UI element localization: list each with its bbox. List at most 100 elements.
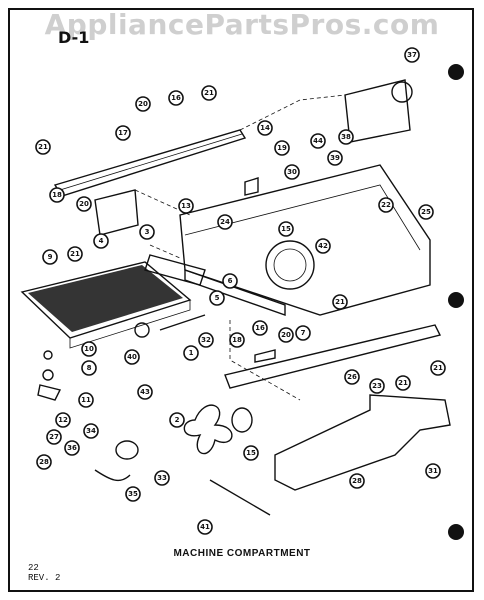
callout-21[interactable]: 21 [332, 294, 348, 310]
svg-text:16: 16 [171, 94, 181, 102]
callout-28[interactable]: 28 [36, 454, 52, 470]
callout-24[interactable]: 24 [217, 214, 233, 230]
svg-text:27: 27 [49, 433, 59, 441]
binder-hole-dot [448, 64, 464, 80]
callout-32[interactable]: 32 [198, 332, 214, 348]
svg-text:21: 21 [335, 298, 345, 306]
hose-part [94, 469, 131, 482]
callout-22[interactable]: 22 [378, 197, 394, 213]
callout-17[interactable]: 17 [115, 125, 131, 141]
callout-18[interactable]: 18 [229, 332, 245, 348]
tray-part [144, 254, 206, 286]
callout-31[interactable]: 31 [425, 463, 441, 479]
callout-41[interactable]: 41 [197, 519, 213, 535]
callout-15[interactable]: 15 [278, 221, 294, 237]
callout-39[interactable]: 39 [327, 150, 343, 166]
washer-part [42, 369, 54, 381]
callout-6[interactable]: 6 [222, 273, 238, 289]
callout-16[interactable]: 16 [168, 90, 184, 106]
callout-15[interactable]: 15 [243, 445, 259, 461]
watermark: AppliancePartsPros.com [44, 8, 440, 41]
callout-21[interactable]: 21 [395, 375, 411, 391]
callout-4[interactable]: 4 [93, 233, 109, 249]
svg-text:1: 1 [189, 349, 194, 357]
callout-8[interactable]: 8 [81, 360, 97, 376]
svg-text:18: 18 [52, 191, 62, 199]
callout-26[interactable]: 26 [344, 369, 360, 385]
callout-40[interactable]: 40 [124, 349, 140, 365]
callout-35[interactable]: 35 [125, 486, 141, 502]
chassis-inner-edge [184, 184, 421, 251]
callout-1[interactable]: 1 [183, 345, 199, 361]
page-id: D-1 [58, 28, 90, 47]
callout-30[interactable]: 30 [284, 164, 300, 180]
callout-7[interactable]: 7 [295, 325, 311, 341]
svg-text:10: 10 [84, 345, 94, 353]
callout-34[interactable]: 34 [83, 423, 99, 439]
svg-text:41: 41 [200, 523, 210, 531]
callout-16[interactable]: 16 [252, 320, 268, 336]
callout-12[interactable]: 12 [55, 412, 71, 428]
svg-text:21: 21 [38, 143, 48, 151]
lower-cover-panel-part [274, 394, 451, 491]
callout-20[interactable]: 20 [135, 96, 151, 112]
svg-text:37: 37 [407, 51, 417, 59]
svg-text:34: 34 [86, 427, 96, 435]
svg-text:42: 42 [318, 242, 328, 250]
callout-43[interactable]: 43 [137, 384, 153, 400]
svg-text:20: 20 [79, 200, 89, 208]
callout-5[interactable]: 5 [209, 290, 225, 306]
callout-21[interactable]: 21 [35, 139, 51, 155]
callout-21[interactable]: 21 [201, 85, 217, 101]
fan-shroud-inner [273, 248, 307, 282]
callout-37[interactable]: 37 [404, 47, 420, 63]
svg-text:18: 18 [232, 336, 242, 344]
svg-text:11: 11 [81, 396, 91, 404]
page-number: 22 [28, 563, 39, 573]
callout-20[interactable]: 20 [278, 327, 294, 343]
callout-23[interactable]: 23 [369, 378, 385, 394]
callout-21[interactable]: 21 [67, 246, 83, 262]
callout-38[interactable]: 38 [338, 129, 354, 145]
callout-44[interactable]: 44 [310, 133, 326, 149]
svg-text:9: 9 [48, 253, 53, 261]
svg-text:35: 35 [128, 490, 138, 498]
callout-3[interactable]: 3 [139, 224, 155, 240]
callout-27[interactable]: 27 [46, 429, 62, 445]
svg-text:28: 28 [352, 477, 362, 485]
diagram-caption: MACHINE COMPARTMENT [173, 548, 311, 559]
callout-10[interactable]: 10 [81, 341, 97, 357]
binder-hole-dot [448, 524, 464, 540]
callout-28[interactable]: 28 [349, 473, 365, 489]
tube-part [159, 314, 206, 331]
callout-18[interactable]: 18 [49, 187, 65, 203]
callout-13[interactable]: 13 [178, 198, 194, 214]
svg-text:17: 17 [118, 129, 128, 137]
callout-42[interactable]: 42 [315, 238, 331, 254]
callout-2[interactable]: 2 [169, 412, 185, 428]
callout-11[interactable]: 11 [78, 392, 94, 408]
callout-19[interactable]: 19 [274, 140, 290, 156]
condenser-coil-part [20, 261, 192, 349]
svg-text:30: 30 [287, 168, 297, 176]
capacitor-part [115, 440, 139, 460]
callout-21[interactable]: 21 [430, 360, 446, 376]
callout-33[interactable]: 33 [154, 470, 170, 486]
callout-9[interactable]: 9 [42, 249, 58, 265]
svg-text:38: 38 [341, 133, 351, 141]
callout-25[interactable]: 25 [418, 204, 434, 220]
svg-text:14: 14 [260, 124, 270, 132]
top-rail-part [53, 129, 247, 197]
fan-shroud-part [265, 240, 315, 290]
leader-line [229, 320, 301, 401]
callout-36[interactable]: 36 [64, 440, 80, 456]
callout-14[interactable]: 14 [257, 120, 273, 136]
svg-text:12: 12 [58, 416, 68, 424]
svg-text:31: 31 [428, 467, 438, 475]
left-bracket-part [94, 189, 139, 236]
svg-text:28: 28 [39, 458, 49, 466]
top-rail-detail [59, 133, 243, 191]
screw-part [43, 350, 53, 360]
callout-20[interactable]: 20 [76, 196, 92, 212]
